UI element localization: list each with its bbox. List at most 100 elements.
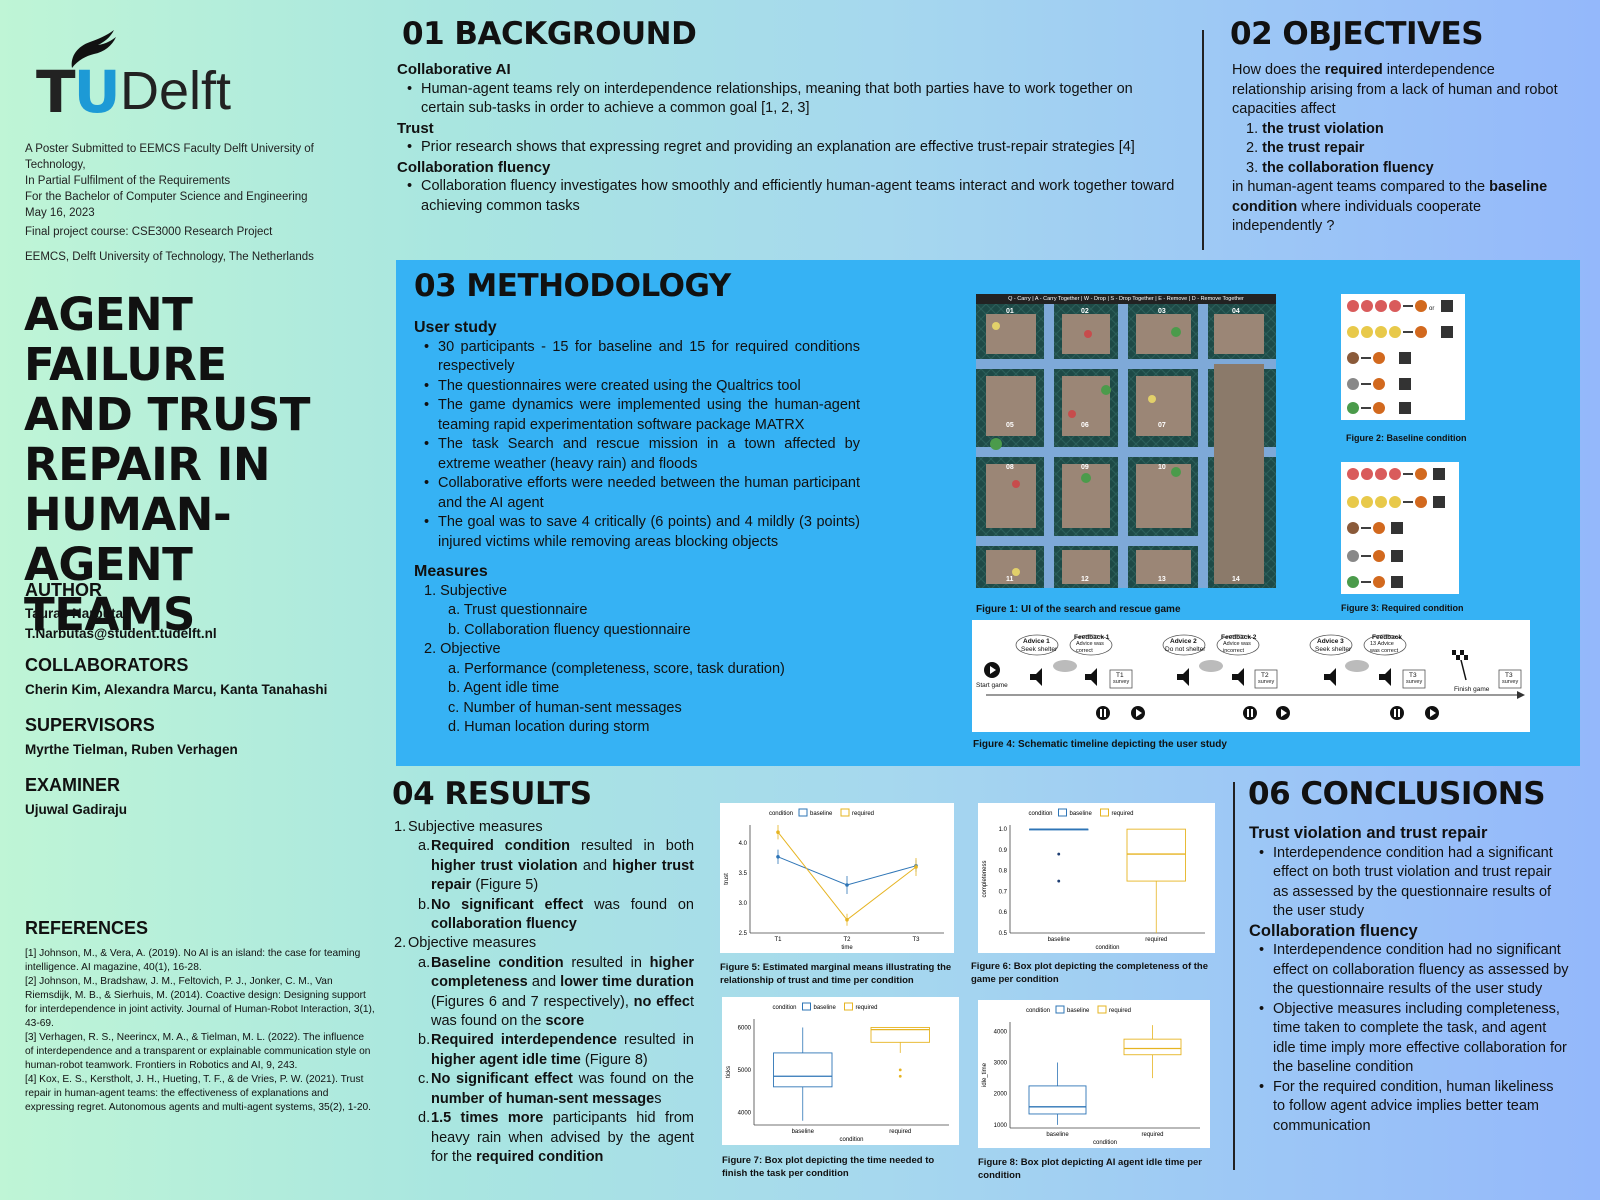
divider (1202, 30, 1204, 250)
legend-swatch (844, 1002, 853, 1011)
references-heading: REFERENCES (25, 918, 149, 938)
survey-label: T3 (1505, 672, 1513, 679)
background-bullet: Human-agent teams rely on interdependenc… (397, 80, 1177, 119)
text-run-bold: higher trust repair (431, 857, 695, 894)
results-item: 1.Subjective measures (394, 818, 694, 837)
methodology-text: User study 30 participants - 15 for base… (414, 318, 860, 738)
text-run: (Figures 6 and 7 respectively), (431, 993, 634, 1010)
y-tick-label: 3000 (994, 1061, 1008, 1067)
text-run-bold: higher trust violation (431, 857, 578, 874)
text-run: was found on (583, 896, 694, 913)
survey-label: T1 (1116, 672, 1124, 679)
advice-detail: Seek shelter (1315, 646, 1352, 653)
box-outlier (1057, 879, 1061, 883)
y-tick-label: 0.7 (999, 889, 1008, 895)
results-subitem: a.Baseline condition resulted in higher … (394, 954, 694, 1032)
text-run-bold: No significant effect (431, 1071, 573, 1088)
y-tick-label: 0.8 (999, 869, 1008, 875)
supervisors-heading: SUPERVISORS (25, 715, 155, 735)
timeline-arrow (984, 634, 1525, 720)
list-letter: b. (418, 896, 431, 913)
meta-line: EEMCS, Delft University of Technology, T… (25, 251, 314, 263)
background-subhead: Trust (397, 119, 434, 137)
text-run-bold: lower time duration (560, 974, 694, 991)
text-run-bold: baseline condition (1232, 179, 1548, 215)
title-line: AND TRUST (24, 388, 311, 441)
text-run-bold: No significant effect (431, 896, 584, 913)
text-run: Subjective (440, 582, 508, 599)
conclusions-bullet: Interdependence condition had no signifi… (1249, 941, 1569, 1000)
background-bullet: Prior research shows that expressing reg… (397, 138, 1177, 158)
y-tick-label: 3.5 (739, 871, 748, 877)
methodology-bullet: The questionnaires were created using th… (414, 377, 860, 397)
background-subhead: Collaboration fluency (397, 158, 551, 176)
text-run: s (654, 1090, 662, 1107)
figure-caption: Figure 6: Box plot depicting the complet… (971, 961, 1208, 985)
y-tick-label: 4000 (994, 1029, 1008, 1035)
survey-label: T2 (1261, 672, 1269, 679)
x-tick-label: required (889, 1129, 911, 1135)
legend-label: required (852, 811, 874, 817)
y-tick-label: 2000 (994, 1092, 1008, 1098)
x-tick-label: baseline (1048, 937, 1071, 943)
methodology-bullet: 30 participants - 15 for baseline and 15… (414, 338, 860, 377)
methodology-bullet: Collaborative efforts were needed betwee… (414, 474, 860, 513)
box-body (1123, 1038, 1182, 1056)
x-axis-label: time (841, 945, 853, 951)
methodology-bullet: The game dynamics were implemented using… (414, 396, 860, 435)
box-body (1126, 828, 1186, 882)
author-name: Tauras Narbutas (25, 606, 131, 621)
methodology-subhead: User study (414, 319, 497, 336)
text-run-bold: number of human-sent message (431, 1090, 655, 1107)
text-run: and (527, 974, 561, 991)
conclusions-bullet: Interdependence condition had a signific… (1249, 844, 1569, 922)
data-point (914, 865, 918, 869)
list-letter: b. (418, 1032, 431, 1049)
y-tick-label: 0.5 (999, 931, 1008, 937)
text-run: Subjective measures (408, 819, 543, 835)
y-tick-label: 2.5 (739, 931, 748, 937)
advice-detail: Do not shelter (1165, 646, 1206, 653)
conclusions-bullet: For the required condition, human likeli… (1249, 1078, 1569, 1137)
references-section: REFERENCES [1] Johnson, M., & Vera, A. (… (25, 918, 375, 1115)
text-run-bold: the trust violation (1262, 120, 1384, 137)
examiner-heading: EXAMINER (25, 775, 121, 795)
collaborators-names: Cherin Kim, Alexandra Marcu, Kanta Tanah… (25, 682, 328, 697)
y-axis-label: trust (724, 873, 730, 885)
text-run-bold: Required condition (431, 838, 571, 855)
legend-swatch (1058, 808, 1067, 817)
results-subitem: a.Required condition resulted in both hi… (394, 837, 694, 895)
text-run: where individuals cooperate independentl… (1232, 198, 1482, 235)
list-number: 1. (394, 819, 407, 835)
room-label: 09 (1081, 464, 1089, 471)
measure-subitem: c. Number of human-sent messages (448, 699, 682, 716)
required-condition-diagram (1347, 468, 1445, 588)
list-letter: a. (418, 954, 431, 971)
author-email[interactable]: T.Narbutas@student.tudelft.nl (25, 626, 217, 641)
flame-icon (71, 30, 116, 68)
y-tick-label: 0.6 (999, 910, 1008, 916)
legend-label: required (1109, 1008, 1131, 1014)
y-axis-label: ticks (726, 1066, 732, 1078)
background-bullet: Collaboration fluency investigates how s… (397, 177, 1177, 216)
methodology-panel: 03 METHODOLOGY User study 30 participant… (396, 260, 1580, 766)
text-run: (Figure 8) (580, 1051, 648, 1068)
results-subitem: b.No significant effect was found on col… (394, 896, 694, 935)
conclusions-subhead: Trust violation and trust repair (1249, 824, 1488, 842)
legend-label: baseline (810, 811, 833, 817)
room-label: 14 (1232, 576, 1240, 583)
title-line: AGENT FAILURE (24, 288, 227, 391)
x-tick-label: T1 (774, 937, 782, 943)
y-tick-label: 3.0 (739, 901, 748, 907)
x-tick-label: baseline (792, 1129, 815, 1135)
advice-label: Advice 3 (1317, 638, 1344, 645)
baseline-condition-figure: or (1341, 294, 1465, 420)
measure-subitem: a. Trust questionnaire (448, 602, 588, 618)
timeline-start: Start game (976, 682, 1008, 689)
y-axis-label: idle_time (982, 1062, 988, 1087)
meta-line: May 16, 2023 (25, 207, 95, 219)
x-tick-label: required (1145, 937, 1167, 943)
